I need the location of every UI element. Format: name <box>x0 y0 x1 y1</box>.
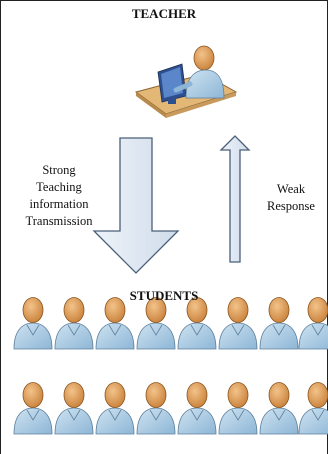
student-person-icon <box>259 297 299 350</box>
strong-transmission-label: Strong Teaching information Transmission <box>16 162 102 230</box>
students-group <box>13 297 328 435</box>
student-person-icon <box>136 382 176 435</box>
student-person-icon <box>54 382 94 435</box>
strong-label-line: Strong <box>42 163 76 177</box>
student-person-icon <box>177 297 217 350</box>
students-title: STUDENTS <box>129 288 199 303</box>
student-person-icon <box>298 297 328 350</box>
weak-label-line: Response <box>267 199 315 213</box>
student-person-icon <box>95 382 135 435</box>
strong-label-line: Transmission <box>25 214 93 228</box>
student-person-icon <box>177 382 217 435</box>
teacher-title: TEACHER <box>131 6 197 21</box>
student-person-icon <box>95 297 135 350</box>
teacher-at-computer-icon <box>134 45 238 118</box>
student-person-icon <box>13 297 53 350</box>
student-person-icon <box>218 297 258 350</box>
weak-response-label: Weak Response <box>258 181 324 215</box>
down-arrow-icon <box>92 137 180 274</box>
student-person-icon <box>259 382 299 435</box>
up-arrow-icon <box>219 135 251 263</box>
student-person-icon <box>218 382 258 435</box>
strong-label-line: information <box>29 197 89 211</box>
student-person-icon <box>298 382 328 435</box>
student-person-icon <box>13 382 53 435</box>
strong-label-line: Teaching <box>36 180 82 194</box>
student-person-icon <box>54 297 94 350</box>
weak-label-line: Weak <box>276 182 306 196</box>
student-person-icon <box>136 297 176 350</box>
